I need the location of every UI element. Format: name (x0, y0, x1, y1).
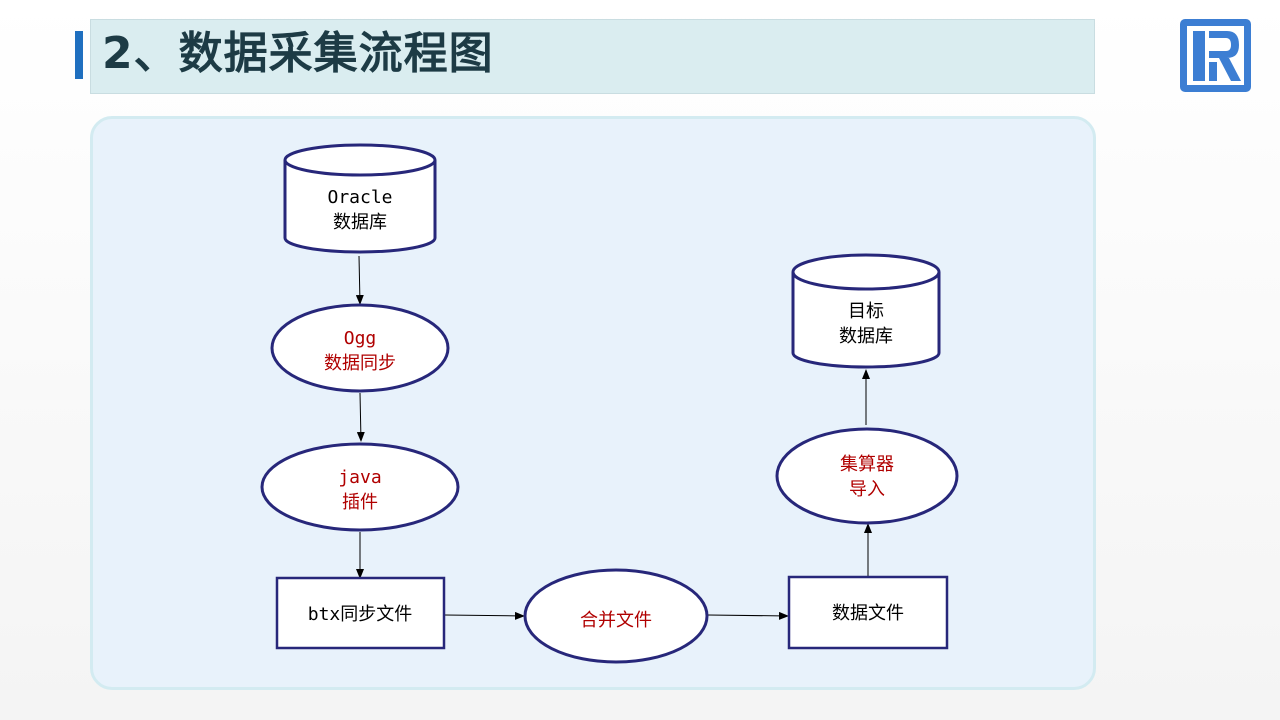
merge-file-node: 合并文件 (523, 568, 709, 664)
data-file-label: 数据文件 (832, 603, 904, 624)
title-accent-bar (75, 31, 83, 79)
java-plugin-label-line1: java (338, 467, 381, 488)
btx-sync-file-node: btx同步文件 (275, 576, 446, 650)
esproc-import-node: 集算器 导入 (775, 427, 959, 525)
java-plugin-label-line2: 插件 (342, 492, 378, 513)
edge-btx-to-merge (444, 611, 525, 620)
edge-ogg-to-java (356, 392, 365, 442)
target-db-label-line1: 目标 (848, 301, 884, 322)
title-bar (90, 19, 1095, 94)
esproc-import-label-line1: 集算器 (840, 454, 894, 475)
data-file-node: 数据文件 (787, 575, 949, 650)
ogg-sync-node: Ogg 数据同步 (270, 303, 450, 393)
target-db-label-line2: 数据库 (839, 326, 893, 347)
esproc-import-label-line2: 导入 (849, 479, 885, 500)
page-title: 2、数据采集流程图 (102, 28, 494, 79)
edge-oracle-to-ogg (355, 255, 364, 305)
oracle-db-label-line1: Oracle (327, 187, 392, 208)
btx-file-label: btx同步文件 (308, 604, 413, 625)
oracle-db-label-line2: 数据库 (333, 212, 387, 233)
oracle-database-node: Oracle 数据库 (283, 143, 437, 254)
ogg-sync-label-line2: 数据同步 (324, 353, 396, 374)
target-database-node: 目标 数据库 (791, 253, 941, 369)
raqsoft-logo-icon (1180, 19, 1251, 92)
ogg-sync-label-line1: Ogg (344, 328, 377, 349)
java-plugin-node: java 插件 (260, 442, 460, 532)
merge-file-label: 合并文件 (580, 610, 652, 631)
edge-merge-to-datafile (707, 611, 789, 620)
